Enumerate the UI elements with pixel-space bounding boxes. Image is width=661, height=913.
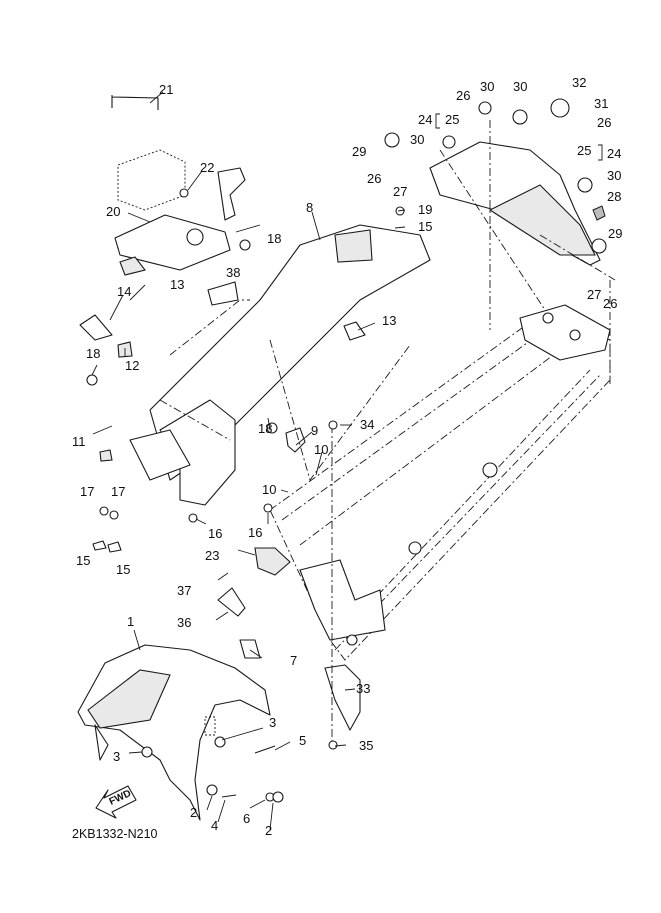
callout-33: 33 bbox=[356, 681, 370, 696]
callout-26d: 26 bbox=[603, 296, 617, 311]
callout-21: 21 bbox=[159, 82, 173, 97]
callout-29b: 29 bbox=[608, 226, 622, 241]
callout-4: 4 bbox=[211, 818, 218, 833]
callout-14: 14 bbox=[117, 284, 131, 299]
callout-17a: 17 bbox=[80, 484, 94, 499]
front-fender bbox=[77, 644, 271, 821]
callout-32: 32 bbox=[572, 75, 586, 90]
callout-26c: 26 bbox=[367, 171, 381, 186]
callout-25a: 25 bbox=[445, 112, 459, 127]
callout-16b: 16 bbox=[248, 525, 262, 540]
callout-30b: 30 bbox=[513, 79, 527, 94]
callout-26a: 26 bbox=[456, 88, 470, 103]
callout-36: 36 bbox=[177, 615, 191, 630]
callout-24a: 24 bbox=[418, 112, 432, 127]
callout-5: 5 bbox=[299, 733, 306, 748]
callout-13b: 13 bbox=[382, 313, 396, 328]
callout-12: 12 bbox=[125, 358, 139, 373]
rear-frame bbox=[269, 304, 611, 661]
callout-17b: 17 bbox=[111, 484, 125, 499]
guard bbox=[324, 425, 361, 745]
callout-16a: 16 bbox=[208, 526, 222, 541]
callout-38: 38 bbox=[226, 265, 240, 280]
callout-15a: 15 bbox=[76, 553, 90, 568]
callout-9: 9 bbox=[311, 423, 318, 438]
callout-18c: 18 bbox=[258, 421, 272, 436]
callout-22: 22 bbox=[200, 160, 214, 175]
callout-2b: 2 bbox=[265, 823, 272, 838]
leader-lines bbox=[91, 91, 616, 831]
callout-26b: 26 bbox=[597, 115, 611, 130]
callout-29a: 29 bbox=[352, 144, 366, 159]
callout-1: 1 bbox=[127, 614, 134, 629]
fwd-arrow: FWD bbox=[95, 785, 137, 819]
diagram-code: 2KB1332-N210 bbox=[72, 827, 158, 841]
callout-18a: 18 bbox=[267, 231, 281, 246]
tail-cover bbox=[384, 98, 607, 266]
callout-27a: 27 bbox=[393, 184, 407, 199]
callout-37: 37 bbox=[177, 583, 191, 598]
callout-15c: 15 bbox=[418, 219, 432, 234]
callout-30a: 30 bbox=[480, 79, 494, 94]
callout-13a: 13 bbox=[170, 277, 184, 292]
callout-30d: 30 bbox=[607, 168, 621, 183]
callout-19: 19 bbox=[418, 202, 432, 217]
callout-7: 7 bbox=[290, 653, 297, 668]
callout-35: 35 bbox=[359, 738, 373, 753]
callout-labels: 21 22 20 8 18 38 13 14 13 12 18 18 9 10 … bbox=[72, 75, 622, 841]
rear-fender bbox=[129, 224, 431, 506]
callout-15b: 15 bbox=[116, 562, 130, 577]
callout-20: 20 bbox=[106, 204, 120, 219]
callout-18b: 18 bbox=[86, 346, 100, 361]
callout-6: 6 bbox=[243, 811, 250, 826]
callout-3b: 3 bbox=[113, 749, 120, 764]
callout-8: 8 bbox=[306, 200, 313, 215]
callout-25b: 25 bbox=[577, 143, 591, 158]
callout-11: 11 bbox=[72, 434, 86, 449]
callout-3a: 3 bbox=[269, 715, 276, 730]
callout-23: 23 bbox=[205, 548, 219, 563]
callout-10b: 10 bbox=[262, 482, 276, 497]
callout-27b: 27 bbox=[587, 287, 601, 302]
callout-28: 28 bbox=[607, 189, 621, 204]
callout-10a: 10 bbox=[314, 442, 328, 457]
hardware bbox=[79, 188, 405, 803]
callout-30c: 30 bbox=[410, 132, 424, 147]
callout-2a: 2 bbox=[190, 805, 197, 820]
callout-34: 34 bbox=[360, 417, 374, 432]
callout-24b: 24 bbox=[607, 146, 621, 161]
battery-box bbox=[111, 95, 246, 271]
callout-31: 31 bbox=[594, 96, 608, 111]
